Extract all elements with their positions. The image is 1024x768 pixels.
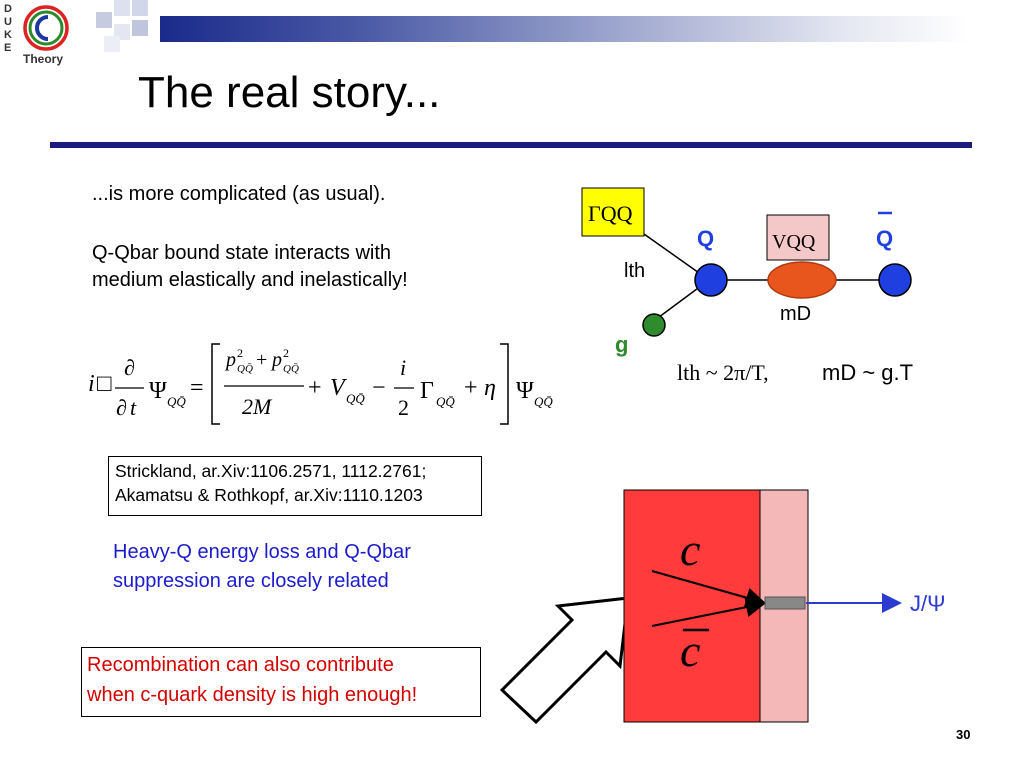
bound-state-line: medium elastically and inelastically! xyxy=(92,269,408,291)
md-relation: mD ~ g.T xyxy=(822,360,913,385)
vqq-label: VQQ xyxy=(772,231,816,253)
logo-letter-e: E xyxy=(4,42,11,54)
eq-sub-left: QQ̄ xyxy=(167,394,186,409)
eq-t: t xyxy=(130,395,137,420)
charm-recombination-panel: c c J/Ψ xyxy=(499,489,946,725)
eq-i-num: i xyxy=(400,355,406,380)
eq-p1: p xyxy=(224,349,236,371)
md-label: mD xyxy=(780,303,811,325)
gluon-dot xyxy=(642,313,666,337)
duke-theory-logo: D U K E Theory xyxy=(4,3,69,66)
decorative-squares xyxy=(96,0,148,52)
recombination-line: when c-quark density is high enough! xyxy=(87,684,418,706)
logo-c-icon xyxy=(35,15,49,41)
eq-i: i xyxy=(88,371,95,397)
qbar-label: Q xyxy=(876,226,893,251)
logo-ring-icon xyxy=(23,5,69,51)
logo-ring-inner-icon xyxy=(28,10,64,46)
g-label: g xyxy=(615,332,628,357)
heavy-q-line: Heavy-Q energy loss and Q-Qbar xyxy=(113,541,411,563)
qqbar-interaction-diagram: ΓQQ lth Q VQQ Q mD g lth ~ 2π/T, mD ~ g.… xyxy=(581,187,913,385)
decor-square xyxy=(104,36,120,52)
eq-p1-sub: QQ̄ xyxy=(237,363,253,375)
c-quark-label: c xyxy=(680,524,700,575)
eq-psi-right: Ψ xyxy=(516,378,534,404)
title-rule xyxy=(50,142,972,148)
eq-box: □ xyxy=(97,371,112,397)
cbar-quark-label: c xyxy=(680,625,700,676)
vqq-label-box xyxy=(766,214,830,261)
q-quark-dot xyxy=(694,263,728,297)
eq-minus: − xyxy=(372,375,386,401)
eq-bracket-left xyxy=(211,343,220,425)
bound-state-bar xyxy=(764,596,806,610)
decor-square xyxy=(132,20,148,36)
intro-text: ...is more complicated (as usual). xyxy=(92,183,386,205)
decor-square xyxy=(132,0,148,16)
lth-relation: lth ~ 2π/T, xyxy=(677,360,769,385)
heavy-q-line: suppression are closely related xyxy=(113,570,389,592)
gamma-label: ΓQQ xyxy=(588,201,633,226)
qbar-quark-dot xyxy=(878,263,912,297)
logo-letter-k: K xyxy=(4,29,12,41)
header-gradient-bar xyxy=(160,16,970,42)
lth-label: lth xyxy=(624,260,645,282)
bound-state-line: Q-Qbar bound state interacts with xyxy=(92,242,392,264)
eq-bracket-right xyxy=(500,343,509,425)
eq-p2: p xyxy=(270,349,282,371)
eq-plus-2: + xyxy=(308,375,322,401)
hollow-arrow-icon xyxy=(499,596,630,725)
eq-gamma: Γ xyxy=(420,378,434,404)
eq-2m: 2M xyxy=(242,394,273,419)
slide-title: The real story... xyxy=(138,68,441,117)
heavy-q-text: Heavy-Q energy loss and Q-Qbar suppressi… xyxy=(113,538,411,596)
eq-plus-1: + xyxy=(256,349,267,371)
eq-p2-sub: QQ̄ xyxy=(283,363,299,375)
eq-v: V xyxy=(330,375,347,401)
jpsi-label: J/Ψ xyxy=(910,591,946,616)
eq-two: 2 xyxy=(398,395,409,420)
medium-red-region xyxy=(623,489,761,723)
eq-partial-bottom: ∂ xyxy=(116,395,127,420)
logo-name: Theory xyxy=(23,52,63,66)
cbar-quark-arrow xyxy=(651,597,766,627)
eq-gamma-sub: QQ̄ xyxy=(436,394,455,409)
logo-letter-d: D xyxy=(4,3,12,15)
bound-state-text: Q-Qbar bound state interacts with medium… xyxy=(92,240,408,294)
eq-eta: η xyxy=(484,375,496,401)
q-label: Q xyxy=(697,226,714,251)
eq-v-sub: QQ̄ xyxy=(346,391,365,406)
reference-line: Strickland, ar.Xiv:1106.2571, 1112.2761; xyxy=(115,461,427,481)
eq-psi-left: Ψ xyxy=(149,378,167,404)
eq-equals: = xyxy=(190,375,204,401)
eq-p2-sq: 2 xyxy=(283,346,289,360)
eq-p1-sq: 2 xyxy=(237,346,243,360)
eq-partial-top: ∂ xyxy=(124,355,135,380)
logo-letter-u: U xyxy=(4,16,12,28)
reference-box: Strickland, ar.Xiv:1106.2571, 1112.2761;… xyxy=(108,456,482,516)
decor-square xyxy=(96,12,112,28)
recombination-line: Recombination can also contribute xyxy=(87,654,394,676)
recombination-box: Recombination can also contribute when c… xyxy=(81,647,481,717)
eq-plus-3: + xyxy=(464,375,478,401)
page-number: 30 xyxy=(956,727,971,742)
schrodinger-equation: i □ ∂ ∂ t Ψ QQ̄ = p 2 QQ̄ + p 2 QQ̄ 2M +… xyxy=(88,343,553,425)
eq-sub-right: QQ̄ xyxy=(534,394,553,409)
vqq-interaction-blob xyxy=(767,261,837,299)
reference-line: Akamatsu & Rothkopf, ar.Xiv:1110.1203 xyxy=(115,485,423,505)
c-quark-arrow xyxy=(651,570,766,608)
gamma-label-box xyxy=(581,187,645,237)
decor-square xyxy=(114,0,130,16)
